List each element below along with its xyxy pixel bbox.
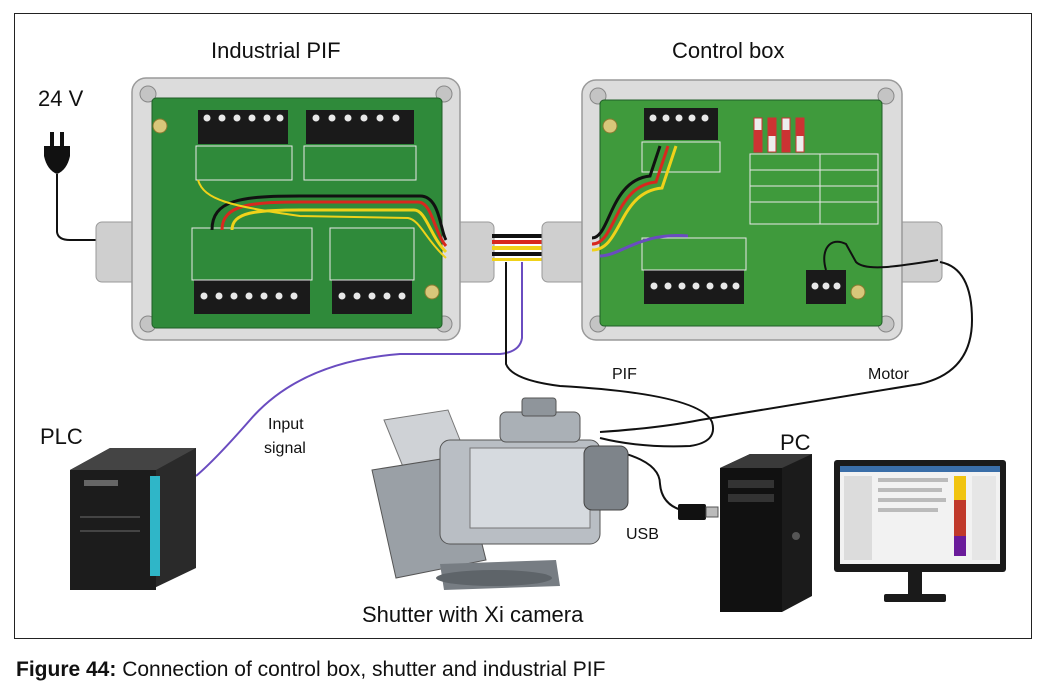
- figure-caption: Figure 44: Connection of control box, sh…: [16, 658, 605, 682]
- industrial-pif-box: [95, 77, 495, 341]
- plc-label: PLC: [40, 424, 83, 449]
- motor-cable: [599, 261, 974, 433]
- motor-cable-label: Motor: [868, 366, 909, 383]
- pif-cable-label: PIF: [612, 366, 637, 383]
- input-signal-label-line1: Input: [268, 416, 304, 433]
- dip-switch-icon: [753, 117, 805, 153]
- figure-number: Figure 44:: [16, 658, 117, 681]
- voltage-label: 24 V: [38, 86, 84, 111]
- power-plug-icon: [44, 132, 110, 241]
- pif-cable: [492, 234, 548, 261]
- shutter-label: Shutter with Xi camera: [362, 602, 584, 627]
- control-box-label: Control box: [672, 38, 785, 63]
- plc-device-icon: [70, 448, 196, 590]
- input-signal-cable: [195, 262, 523, 477]
- usb-connector-icon: [678, 504, 719, 520]
- usb-label: USB: [626, 526, 659, 543]
- industrial-pif-label: Industrial PIF: [211, 38, 341, 63]
- pc-tower-icon: [720, 454, 812, 612]
- input-signal-label-line2: signal: [264, 440, 306, 457]
- figure-caption-text: Connection of control box, shutter and i…: [116, 658, 606, 681]
- monitor-icon: [834, 460, 1006, 602]
- shutter-camera-icon: [371, 397, 629, 590]
- control-box: [541, 79, 943, 341]
- pc-label: PC: [780, 430, 811, 455]
